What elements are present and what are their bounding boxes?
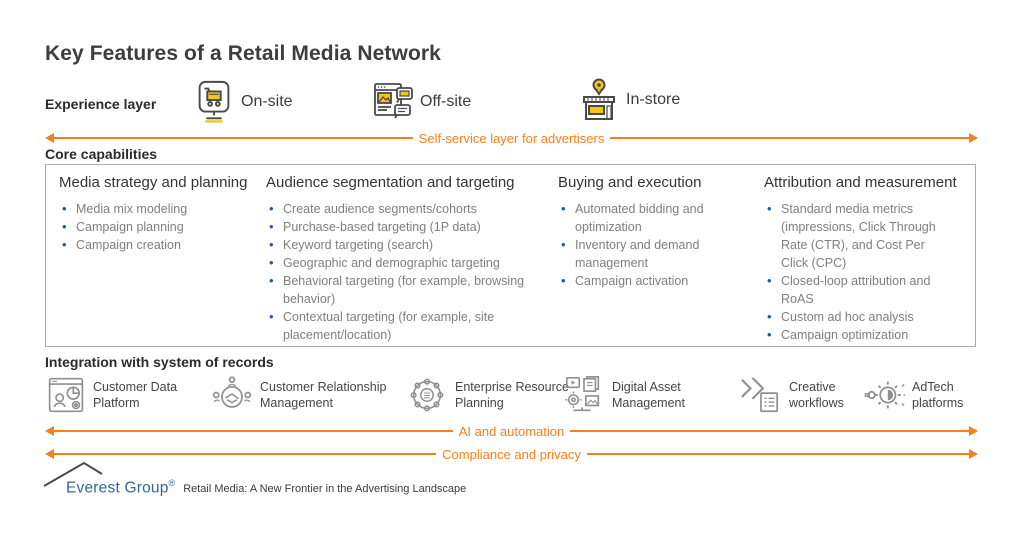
experience-item-label: In-store	[626, 91, 681, 108]
experience-item-offsite: Off-site	[372, 80, 471, 124]
arrow-right-head	[969, 133, 979, 143]
integration-item-label: Enterprise Resource Planning	[455, 380, 569, 410]
list-item: Campaign planning	[59, 218, 252, 236]
list-item: Behavioral targeting (for example, brows…	[266, 272, 544, 308]
integration-item-dam: Digital Asset Management	[563, 374, 707, 416]
integration-item-customer-data-platform: Customer Data Platform	[46, 374, 188, 416]
list-item: Custom ad hoc analysis	[764, 308, 955, 326]
integration-item-adtech: AdTech platforms	[863, 374, 984, 416]
column-title: Media strategy and planning	[59, 174, 248, 191]
onsite-monitor-cart-icon	[191, 78, 237, 126]
list-item: Automated bidding and optimization	[558, 200, 750, 236]
footer: Everest Group® Retail Media: A New Front…	[43, 461, 467, 499]
instore-storefront-pin-icon	[576, 76, 622, 124]
capability-column-attribution: Attribution and measurement Standard med…	[764, 174, 969, 346]
mountain-peak-icon	[43, 461, 103, 487]
list-item: Geographic and demographic targeting	[266, 254, 544, 272]
list-item: Closed-loop attribution and RoAS	[764, 272, 955, 308]
integration-item-crm: Customer Relationship Management	[211, 374, 390, 416]
arrow-left-head	[45, 449, 54, 459]
list-item: Campaign activation	[558, 272, 750, 290]
ai-automation-arrow: AI and automation	[45, 423, 978, 439]
integration-item-label: Customer Data Platform	[93, 380, 178, 410]
integration-item-label: AdTech platforms	[912, 380, 964, 410]
list-item: Create audience segments/cohorts	[266, 200, 544, 218]
source-title: Retail Media: A New Frontier in the Adve…	[183, 483, 467, 496]
erp-gear-network-icon	[406, 374, 448, 416]
everest-group-logo-text: Everest Group	[66, 479, 169, 497]
list-item: Purchase-based targeting (1P data)	[266, 218, 544, 236]
creative-workflows-chevrons-icon	[738, 374, 782, 416]
experience-layer-label: Experience layer	[45, 96, 157, 112]
core-capabilities-label: Core capabilities	[45, 146, 158, 162]
ai-automation-arrow-label: AI and automation	[458, 423, 565, 439]
experience-item-onsite: On-site	[191, 78, 293, 126]
list-item: Contextual targeting (for example, site …	[266, 308, 544, 344]
list-item: Keyword targeting (search)	[266, 236, 544, 254]
experience-item-instore: In-store	[576, 76, 680, 124]
list-item: Campaign optimization	[764, 326, 955, 344]
integration-item-label: Customer Relationship Management	[260, 380, 387, 410]
offsite-browser-ads-icon	[372, 80, 416, 124]
compliance-privacy-arrow-label: Compliance and privacy	[442, 446, 581, 462]
capability-list: Standard media metrics (impressions, Cli…	[764, 200, 969, 344]
self-service-arrow-label: Self-service layer for advertisers	[418, 130, 605, 146]
arrow-left-head	[45, 426, 54, 436]
registered-mark: ®	[168, 478, 176, 488]
column-title: Buying and execution	[558, 174, 702, 191]
core-capabilities-box: Media strategy and planning Media mix mo…	[45, 164, 976, 347]
digital-asset-management-icon	[563, 374, 605, 416]
capability-column-buying: Buying and execution Automated bidding a…	[558, 174, 764, 346]
column-title: Audience segmentation and targeting	[266, 174, 515, 191]
capability-list: Media mix modeling Campaign planning Cam…	[59, 200, 266, 254]
integration-item-label: Digital Asset Management	[612, 380, 685, 410]
self-service-arrow: Self-service layer for advertisers	[45, 130, 979, 146]
everest-group-logo: Everest Group®	[43, 461, 176, 499]
compliance-privacy-arrow: Compliance and privacy	[45, 446, 979, 462]
capability-list: Automated bidding and optimization Inven…	[558, 200, 764, 290]
arrow-left-head	[45, 133, 54, 143]
adtech-gear-wrench-icon	[863, 374, 905, 416]
list-item: Standard media metrics (impressions, Cli…	[764, 200, 955, 272]
column-title: Attribution and measurement	[764, 174, 957, 191]
crm-handshake-icon	[211, 374, 253, 416]
experience-item-label: Off-site	[420, 93, 472, 110]
arrow-right-head	[969, 449, 979, 459]
integration-label: Integration with system of records	[45, 354, 274, 370]
capability-list: Create audience segments/cohorts Purchas…	[266, 200, 558, 344]
page-title: Key Features of a Retail Media Network	[45, 42, 441, 65]
capability-column-media-strategy: Media strategy and planning Media mix mo…	[59, 174, 266, 346]
integration-item-creative-workflows: Creative workflows	[738, 374, 864, 416]
arrow-right-head	[969, 426, 978, 436]
customer-data-platform-icon	[46, 374, 86, 416]
list-item: Inventory and demand management	[558, 236, 750, 272]
list-item: Campaign creation	[59, 236, 252, 254]
experience-layer-row: Experience layer On-site	[0, 74, 1023, 126]
experience-item-label: On-site	[241, 93, 293, 110]
integration-item-erp: Enterprise Resource Planning	[406, 374, 575, 416]
capability-column-audience: Audience segmentation and targeting Crea…	[266, 174, 558, 346]
list-item: Media mix modeling	[59, 200, 252, 218]
integration-item-label: Creative workflows	[789, 380, 844, 410]
